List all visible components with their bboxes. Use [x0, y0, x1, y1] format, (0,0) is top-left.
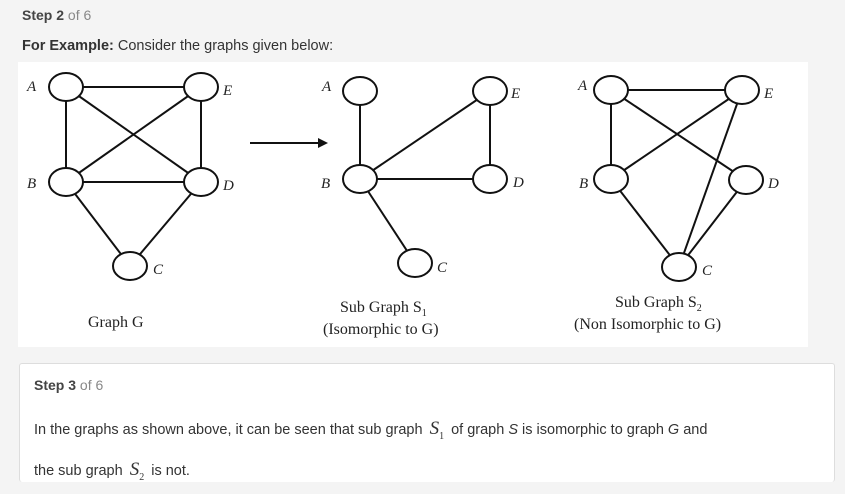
s2-symbol: S2	[129, 458, 145, 483]
s2-node-e	[724, 75, 760, 105]
s1-caption-line1: Sub Graph S1	[340, 299, 427, 319]
step-2-header: Step 2 of 6	[22, 7, 91, 23]
graph-g-label-e: E	[222, 83, 232, 99]
graph-g-label-b: B	[27, 176, 36, 192]
s1-caption-line2: (Isomorphic to G)	[323, 321, 439, 338]
s2-node-d	[728, 165, 764, 195]
s2-label-e: E	[763, 86, 773, 102]
s1-node-b	[342, 164, 378, 194]
s1-label-d: D	[512, 175, 524, 191]
s1-label-e: E	[510, 86, 520, 102]
graph-g-label-a: A	[26, 79, 37, 95]
step-3-header: Step 3 of 6	[34, 377, 103, 393]
graph-g-node-e	[183, 72, 219, 102]
graph-g-edges	[65, 86, 202, 267]
graph-g-node-a	[48, 72, 84, 102]
g-variable: G	[667, 422, 680, 438]
s2-node-a	[593, 75, 629, 105]
step-3-card: Step 3 of 6 In the graphs as shown above…	[19, 363, 835, 483]
s2-caption-line2: (Non Isomorphic to G)	[574, 316, 721, 333]
s1-label-c: C	[437, 260, 448, 276]
s2-label-a: A	[577, 78, 588, 94]
step-3-t4: and	[679, 422, 708, 438]
graphs-figure: A E B D C A E B D C A E B D C Graph G Su…	[18, 62, 808, 347]
step-2-label: Step 2	[22, 7, 65, 23]
s1-label-a: A	[321, 79, 332, 95]
s1-node-c	[397, 248, 433, 278]
s2-caption-line1: Sub Graph S2	[615, 294, 702, 314]
graph-g-node-c	[112, 251, 148, 281]
step-3-t2: of graph	[447, 422, 509, 438]
s1-node-d	[472, 164, 508, 194]
s1-node-a	[342, 76, 378, 106]
step-3-t1: In the graphs as shown above, it can be …	[34, 422, 423, 438]
s2-label-c: C	[702, 263, 713, 279]
graph-g-label-c: C	[153, 262, 164, 278]
graph-g-label-d: D	[222, 178, 234, 194]
intro-body: Consider the graphs given below:	[113, 38, 334, 54]
sub-graph-s1-edges	[359, 90, 491, 264]
s2-node-c	[661, 252, 697, 282]
graphs-figure-svg: A E B D C A E B D C A E B D C Graph G Su…	[26, 72, 779, 338]
s1-label-b: B	[321, 176, 330, 192]
graph-g-node-d	[183, 167, 219, 197]
sub-graph-s2-edges	[610, 89, 747, 268]
graph-g-caption: Graph G	[88, 314, 144, 331]
step-3-label: Step 3	[34, 377, 77, 393]
intro-lead: For Example:	[22, 38, 114, 54]
step-3-t6: is not.	[147, 462, 190, 479]
s1-symbol: S1	[429, 418, 445, 442]
s2-node-b	[593, 164, 629, 194]
s1-node-e	[472, 76, 508, 106]
graph-g-node-b	[48, 167, 84, 197]
s2-label-d: D	[767, 176, 779, 192]
s-variable: S	[508, 422, 519, 438]
step-2-count: of 6	[67, 7, 92, 23]
s2-label-b: B	[579, 176, 588, 192]
intro-text: For Example: Consider the graphs given b…	[22, 38, 333, 54]
arrow-head	[318, 138, 328, 148]
step-3-t5: the sub graph	[34, 462, 123, 479]
step-3-count: of 6	[79, 377, 104, 393]
step-3-text: In the graphs as shown above, it can be …	[34, 412, 824, 494]
step-3-t3: is isomorphic to graph	[518, 422, 668, 438]
